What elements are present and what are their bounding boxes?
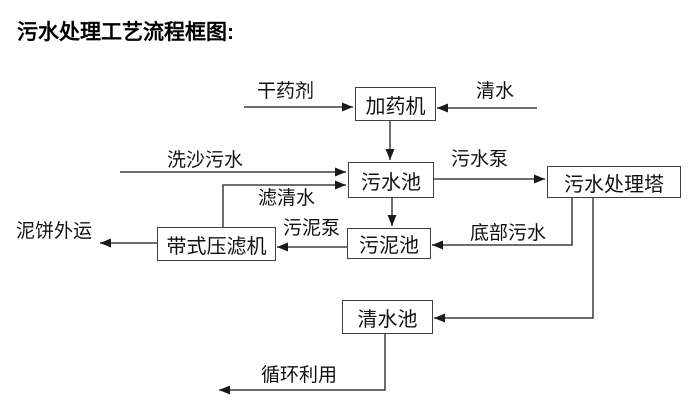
- edge-label-bottom-sewage: 底部污水: [470, 223, 547, 244]
- edge-treatment-tower-to-sludge-pool: [432, 197, 573, 250]
- edge-label-filtered-water: 滤清水: [258, 188, 316, 209]
- diagram-title: 污水处理工艺流程框图:: [17, 21, 234, 44]
- edge-label-sand-washing-sewage: 洗沙污水: [167, 150, 244, 171]
- edge-label-dry-agent: 干药剂: [257, 81, 315, 102]
- edge-treatment-tower-to-clear-water-pool: [434, 197, 594, 323]
- edge-label-mud-cake-out: 泥饼外运: [16, 221, 93, 242]
- node-belt-filter-press: 带式压滤机: [157, 227, 276, 261]
- node-clear-water-pool: 清水池: [342, 300, 433, 334]
- edge-label-sewage-pump: 污水泵: [451, 149, 509, 170]
- node-sewage-pool: 污水池: [348, 162, 434, 198]
- edge-label-clear-water: 清水: [476, 81, 515, 102]
- node-sewage-treatment-tower: 污水处理塔: [547, 166, 681, 198]
- edge-filter-press-to-sewage-pool: [222, 180, 346, 227]
- edge-label-recycle-use: 循环利用: [261, 365, 338, 386]
- node-sludge-pool: 污泥池: [347, 228, 431, 259]
- edge-clear-water-pool-to-recycle: [219, 333, 386, 395]
- node-dosing-machine: 加药机: [355, 87, 436, 121]
- edge-label-sludge-pump: 污泥泵: [283, 218, 341, 239]
